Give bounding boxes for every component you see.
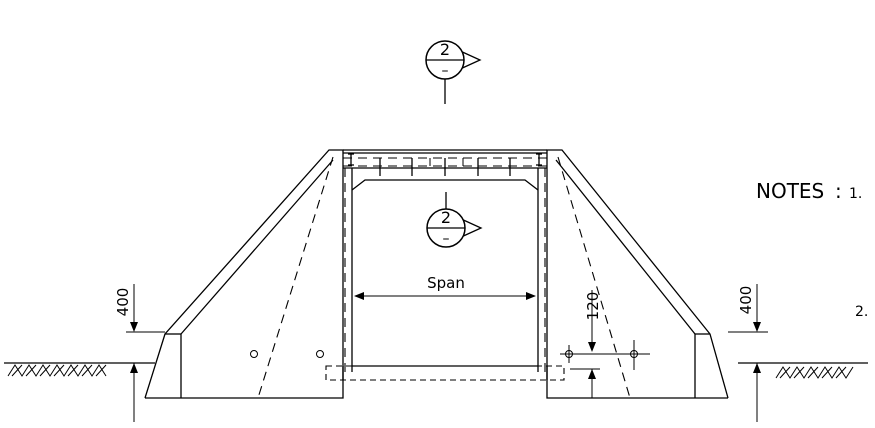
- section-marker-mid-number: 2: [441, 208, 451, 227]
- section-marker-mid: 2 –: [426, 192, 483, 248]
- section-marker-top: 2 –: [425, 40, 482, 104]
- dim-left-400-label: 400: [114, 288, 132, 317]
- section-marker-mid-sheet: –: [443, 231, 450, 247]
- deck-beams: [348, 153, 542, 176]
- section-marker-top-number: 2: [440, 40, 450, 59]
- dimension-right-400: 400: [728, 284, 768, 422]
- dimension-left-400: 400: [114, 284, 165, 422]
- notes-block: NOTES : 1. 2.: [756, 179, 868, 320]
- notes-heading: NOTES: [756, 179, 824, 203]
- culvert-opening: [325, 168, 565, 381]
- notes-item-1: 1.: [849, 186, 862, 202]
- dimension-120: 120: [560, 290, 650, 398]
- dim-right-400-label: 400: [737, 286, 755, 315]
- right-abutment: [546, 149, 729, 399]
- ground-left: [4, 362, 155, 377]
- bridge-deck: [343, 149, 547, 176]
- span-label: Span: [427, 274, 465, 292]
- notes-item-2: 2.: [855, 304, 868, 320]
- ground-right: [738, 362, 868, 379]
- notes-separator: :: [835, 179, 842, 203]
- left-abutment: [144, 149, 344, 399]
- span-dimension: Span: [354, 274, 536, 300]
- dim-120-label: 120: [584, 292, 602, 321]
- section-marker-top-sheet: –: [442, 63, 449, 79]
